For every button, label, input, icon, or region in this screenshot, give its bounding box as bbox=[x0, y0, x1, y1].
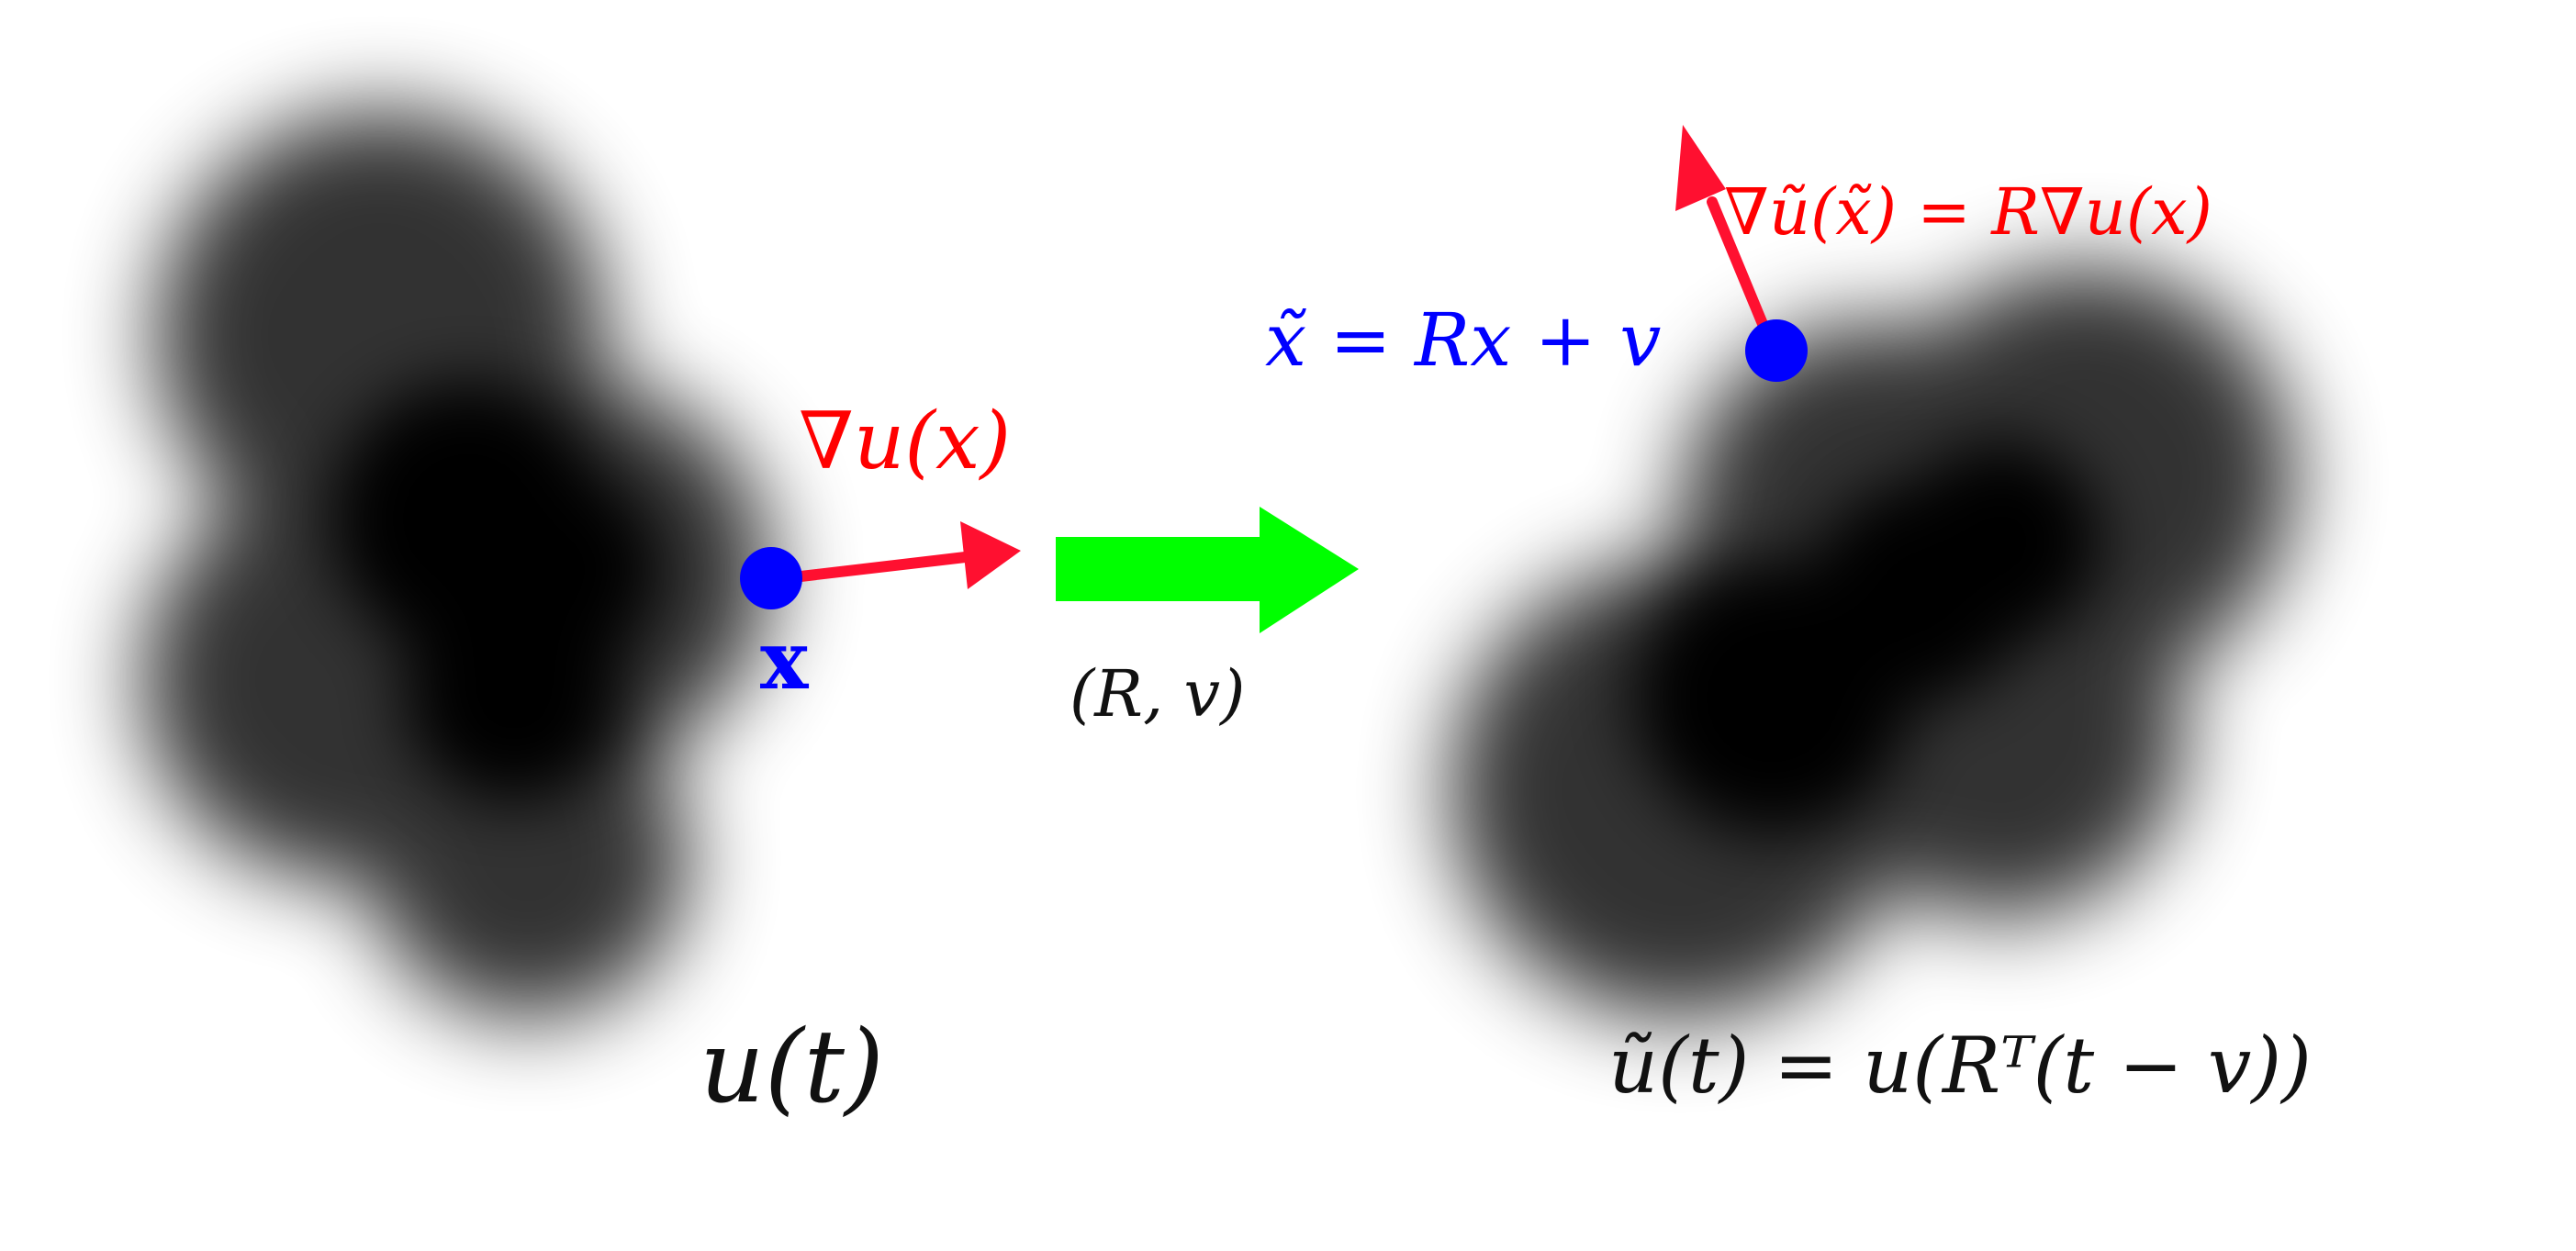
point-original-label: x bbox=[760, 612, 810, 708]
transform-arrow bbox=[1056, 507, 1359, 633]
gradient-original-label: ∇u(x) bbox=[799, 396, 1011, 487]
function-transformed-label: ũ(t) = u(Rᵀ(t − v)) bbox=[1608, 1021, 2312, 1111]
point-transformed-label: x̃ = Rx + v bbox=[1265, 297, 1661, 383]
point-x-tilde bbox=[1745, 319, 1808, 382]
original-density-blob bbox=[142, 110, 771, 1019]
blob-core bbox=[1900, 441, 2102, 642]
point-x bbox=[740, 547, 802, 609]
function-original-label: u(t) bbox=[700, 1008, 884, 1125]
transformed-density-blob bbox=[1450, 266, 2295, 1019]
blob-core bbox=[459, 468, 661, 670]
transform-label: (R, v) bbox=[1070, 656, 1245, 732]
gradient-transformed-label: ∇ũ(x̃) = R∇u(x) bbox=[1724, 174, 2212, 250]
gradient-arrow-original bbox=[779, 521, 1021, 589]
